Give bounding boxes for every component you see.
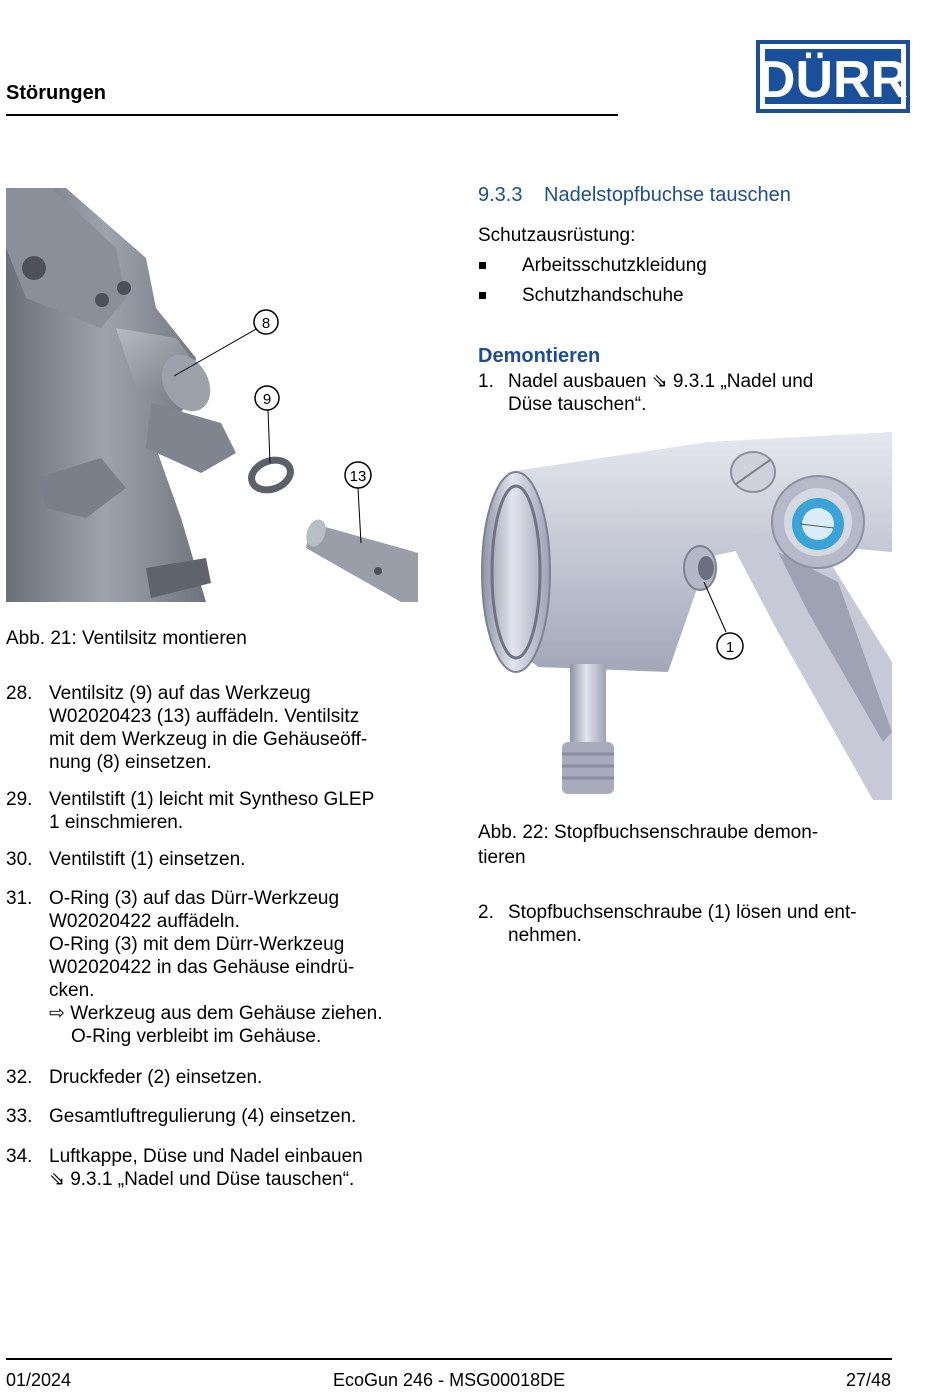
durr-logo: DÜRR — [756, 40, 910, 113]
svg-text:8: 8 — [262, 315, 270, 332]
figure-stuffing-box: 1 — [478, 432, 892, 800]
footer-date: 01/2024 — [6, 1370, 72, 1390]
svg-text:13: 13 — [350, 468, 367, 485]
callout-9: 9 — [254, 385, 280, 411]
callout-8: 8 — [253, 309, 279, 335]
svg-text:9: 9 — [263, 391, 271, 408]
step-31-result: ⇨ Werkzeug aus dem Gehäuse ziehen. — [49, 1003, 383, 1024]
subheading-demontieren: Demontieren — [478, 345, 601, 367]
protection-label: Schutzausrüstung: — [478, 225, 636, 246]
section-number: 9.3.3 — [478, 184, 523, 206]
bullet-icon — [479, 262, 486, 269]
protection-item: Schutzhandschuhe — [522, 285, 684, 306]
bullet-icon — [479, 292, 486, 299]
figure-caption-22: Abb. 22: Stopfbuchsenschraube demon-tier… — [478, 822, 819, 868]
callout-1: 1 — [716, 632, 744, 660]
footer-page-number: 27/48 — [846, 1370, 892, 1390]
protection-item: Arbeitsschutzkleidung — [522, 255, 707, 276]
section-title: Nadelstopfbuchse tauschen — [544, 184, 791, 206]
section-heading: 9.3.3 Nadelstopfbuchse tauschen — [478, 184, 791, 207]
figure-caption-21: Abb. 21: Ventilsitz montieren — [6, 628, 247, 649]
figure-valve-seat: 8 9 13 — [6, 188, 418, 602]
svg-text:1: 1 — [726, 639, 734, 656]
header-rule — [6, 114, 618, 116]
footer-rule — [6, 1358, 892, 1360]
footer-document: EcoGun 246 - MSG00018DE — [333, 1370, 566, 1390]
svg-text:DÜRR: DÜRR — [758, 51, 908, 109]
page-title: Störungen — [6, 82, 106, 104]
callout-13: 13 — [344, 461, 372, 489]
